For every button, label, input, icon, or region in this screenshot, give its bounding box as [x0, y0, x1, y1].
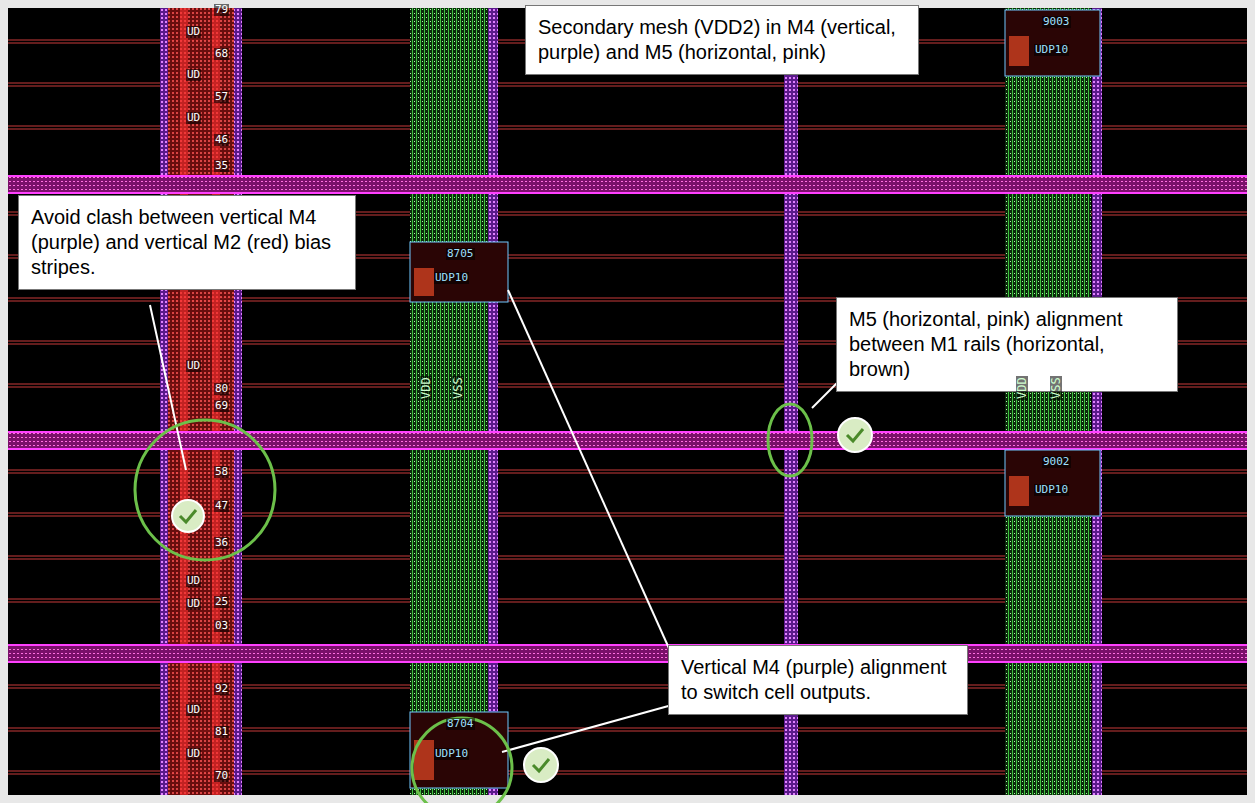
- instance-label: UD: [186, 748, 201, 760]
- instance-label: UD: [186, 704, 201, 716]
- callout-box: M5 (horizontal, pink) alignment between …: [836, 297, 1178, 392]
- instance-label: 92: [214, 683, 229, 695]
- callout-text: Vertical M4 (purple) alignment to switch…: [681, 655, 955, 705]
- instance-label: 70: [214, 770, 229, 782]
- instance-label: 25: [214, 596, 229, 608]
- instance-label: 68: [214, 48, 229, 60]
- cell-name: 9003: [1042, 16, 1071, 28]
- instance-label: 58: [214, 466, 229, 478]
- instance-label: 57: [214, 91, 229, 103]
- cell-name: 8704: [446, 718, 475, 730]
- instance-label: 69: [214, 400, 229, 412]
- net-name: VDD: [1016, 376, 1028, 400]
- instance-label: 03: [214, 620, 229, 632]
- instance-label: 80: [214, 383, 229, 395]
- instance-label: UD: [186, 598, 201, 610]
- cell-name: UDP10: [1034, 484, 1069, 496]
- instance-label: 46: [214, 134, 229, 146]
- net-name: VDD: [420, 376, 432, 400]
- net-name: VSS: [452, 376, 464, 400]
- cell-name: 8705: [446, 248, 475, 260]
- instance-label: 47: [214, 500, 229, 512]
- callout-text: M5 (horizontal, pink) alignment between …: [849, 307, 1165, 382]
- instance-label: UD: [186, 360, 201, 372]
- net-name: VSS: [1050, 376, 1062, 400]
- cell-name: UDP10: [1034, 44, 1069, 56]
- instance-label: UD: [186, 26, 201, 38]
- cell-name: UDP10: [434, 272, 469, 284]
- instance-label: UD: [186, 69, 201, 81]
- cell-name: 9002: [1042, 456, 1071, 468]
- callout-text: Secondary mesh (VDD2) in M4 (vertical, p…: [538, 15, 906, 65]
- instance-label: 36: [214, 537, 229, 549]
- instance-label: 79: [214, 4, 229, 16]
- callout-box: Secondary mesh (VDD2) in M4 (vertical, p…: [525, 5, 919, 75]
- callout-text: Avoid clash between vertical M4 (purple)…: [31, 205, 343, 280]
- callout-box: Avoid clash between vertical M4 (purple)…: [18, 195, 356, 290]
- instance-label: UD: [186, 112, 201, 124]
- instance-label: 35: [214, 160, 229, 172]
- instance-label: 81: [214, 726, 229, 738]
- instance-label: UD: [186, 575, 201, 587]
- cell-name: UDP10: [434, 748, 469, 760]
- callout-box: Vertical M4 (purple) alignment to switch…: [668, 645, 968, 715]
